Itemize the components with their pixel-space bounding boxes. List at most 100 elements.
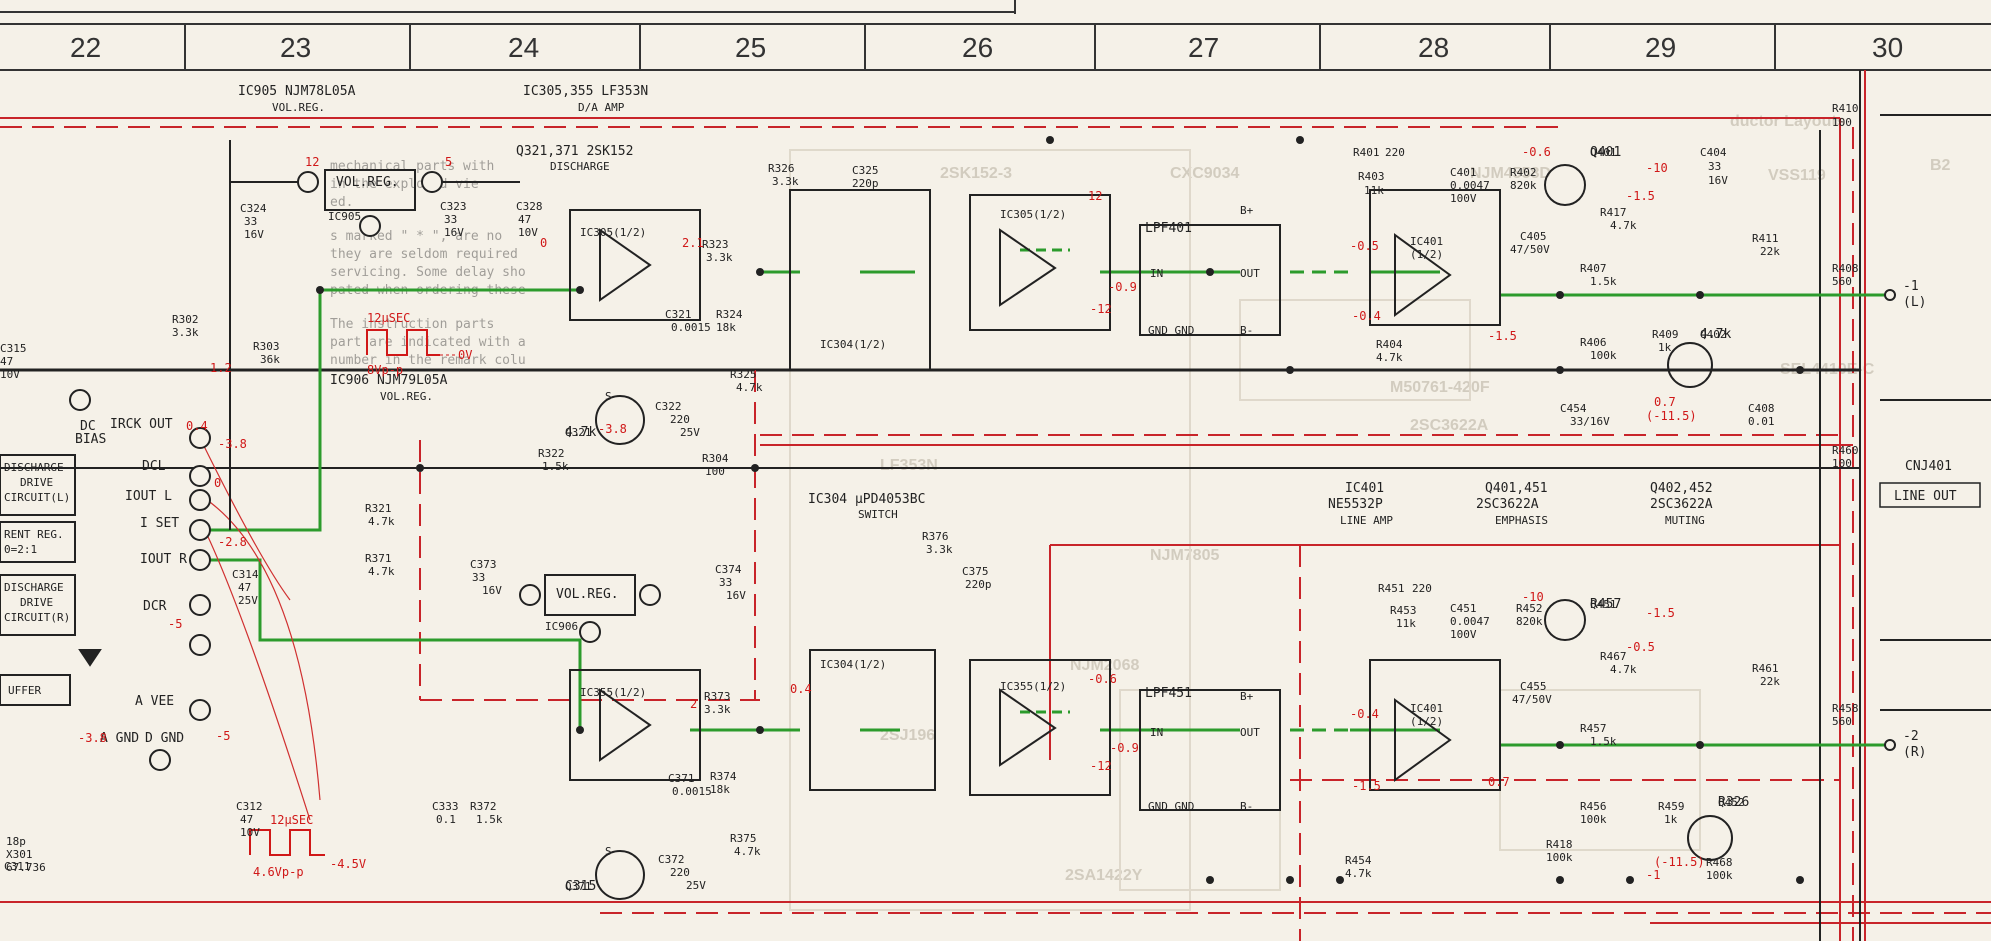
component-label: 220 bbox=[670, 413, 690, 426]
component-label: C315 bbox=[565, 879, 596, 894]
notes-text: mechanical parts with in the exploded vi… bbox=[330, 159, 526, 368]
pin-label: A VEE bbox=[135, 694, 174, 709]
voltage-label: -10 bbox=[1522, 590, 1544, 604]
voltage-label: -1.5 bbox=[1646, 606, 1675, 620]
component-label: 220 bbox=[1412, 582, 1432, 595]
ic-title: IC906 NJM79L05A bbox=[330, 373, 448, 388]
voltage-label: 0.4 bbox=[186, 419, 208, 433]
component-label: 1k bbox=[1658, 341, 1672, 354]
voltage-label: -2.8 bbox=[218, 535, 247, 549]
component-label: C454 bbox=[1560, 402, 1587, 415]
column-number: 27 bbox=[1188, 32, 1219, 63]
ghost-text: NJM4558D bbox=[1470, 165, 1551, 182]
block-label: CIRCUIT(R) bbox=[4, 611, 70, 624]
component-label: 11k bbox=[1364, 184, 1384, 197]
signal-path bbox=[200, 248, 1890, 747]
component-label: 16V bbox=[444, 226, 464, 239]
voltage-label: 0 bbox=[540, 236, 547, 250]
component-label: 33 bbox=[1708, 160, 1721, 173]
block-label: IC304(1/2) bbox=[820, 338, 886, 351]
connector-label: CNJ401 bbox=[1905, 459, 1952, 474]
component-label: R303 bbox=[253, 340, 280, 353]
note-line: mechanical parts with bbox=[330, 159, 494, 174]
component-label: 16V bbox=[1708, 174, 1728, 187]
note-line: ed. bbox=[330, 195, 353, 210]
note-line: s marked " * ", are no bbox=[330, 229, 502, 244]
component-label: 18k bbox=[716, 321, 736, 334]
component-label: 16V bbox=[244, 228, 264, 241]
component-label: 67.736 bbox=[6, 861, 46, 874]
column-number: 25 bbox=[735, 32, 766, 63]
voltage-label: -1.5 bbox=[1626, 189, 1655, 203]
component-label: 220p bbox=[852, 177, 879, 190]
component-label: R323 bbox=[702, 238, 729, 251]
voltage-label: -3.8 bbox=[78, 731, 107, 745]
component-label: R457 bbox=[1580, 722, 1607, 735]
component-label: C373 bbox=[470, 558, 497, 571]
voltage-label: -0.6 bbox=[1088, 672, 1117, 686]
component-label: R418 bbox=[1546, 838, 1573, 851]
component-label: 100k bbox=[1546, 851, 1573, 864]
voltage-label: -0.4 bbox=[1350, 707, 1379, 721]
component-label: R375 bbox=[730, 832, 757, 845]
ic-function: EMPHASIS bbox=[1495, 514, 1548, 527]
voltage-label: -0.4 bbox=[1352, 309, 1381, 323]
voltage-label: 0.7 bbox=[1488, 775, 1510, 789]
ic-title: Q402,452 bbox=[1650, 481, 1713, 496]
ground-bus bbox=[0, 70, 1991, 941]
component-label: C314 bbox=[232, 568, 259, 581]
component-label: 4.7k bbox=[1376, 351, 1403, 364]
component-label: R408 bbox=[1832, 262, 1859, 275]
column-number: 26 bbox=[962, 32, 993, 63]
block-label: IC304(1/2) bbox=[820, 658, 886, 671]
block-label: DISCHARGE bbox=[4, 581, 64, 594]
voltage-label: -12 bbox=[1090, 302, 1112, 316]
voltage-label: (-11.5) bbox=[1654, 855, 1705, 869]
component-label: 4.7k bbox=[368, 515, 395, 528]
component-label: 11k bbox=[1396, 617, 1416, 630]
component-label: C451 bbox=[1450, 602, 1477, 615]
component-label: 33 bbox=[719, 576, 732, 589]
voltage-label: 1.2 bbox=[210, 361, 232, 375]
component-label: R373 bbox=[704, 690, 731, 703]
pin-label: GND GND bbox=[1148, 800, 1194, 813]
component-label: 4.7k bbox=[565, 425, 596, 440]
ic-title: IC905 NJM78L05A bbox=[238, 84, 356, 99]
block-label: RENT REG. bbox=[4, 528, 64, 541]
voltage-label: -12 bbox=[1090, 759, 1112, 773]
component-label: R372 bbox=[470, 800, 497, 813]
component-label: C455 bbox=[1520, 680, 1547, 693]
output-channel: (L) bbox=[1903, 295, 1926, 310]
voltage-label: 0.4 bbox=[790, 682, 812, 696]
component-label: 25V bbox=[680, 426, 700, 439]
block-label: (1/2) bbox=[1410, 248, 1443, 261]
component-label: 25V bbox=[238, 594, 258, 607]
component-label: R302 bbox=[172, 313, 199, 326]
component-label: C404 bbox=[1700, 146, 1727, 159]
ghost-text: NJM7805 bbox=[1150, 547, 1219, 564]
component-label: 47/50V bbox=[1510, 243, 1550, 256]
component-label: R456 bbox=[1580, 800, 1607, 813]
component-label: R459 bbox=[1658, 800, 1685, 813]
voltage-label: 2 bbox=[690, 697, 697, 711]
pin-label: I SET bbox=[140, 516, 179, 531]
ic906-block: VOL.REG. IC906 bbox=[519, 574, 661, 643]
component-label: R461 bbox=[1752, 662, 1779, 675]
waveform-reference: 0V bbox=[458, 348, 472, 362]
component-label: C325 bbox=[852, 164, 879, 177]
column-number: 22 bbox=[70, 32, 101, 63]
component-label: 36k bbox=[260, 353, 280, 366]
component-label: C315 bbox=[0, 342, 27, 355]
component-label: Q321 bbox=[565, 426, 592, 439]
component-label: 100 bbox=[705, 465, 725, 478]
component-label: 4.7k bbox=[1345, 867, 1372, 880]
block-label: LPF401 bbox=[1145, 221, 1192, 236]
component-label: R325 bbox=[730, 368, 757, 381]
ghost-text: 2SC3622A bbox=[1410, 417, 1489, 434]
component-label: 47 bbox=[0, 355, 13, 368]
component-label: 18p bbox=[6, 835, 26, 848]
component-label: R457 bbox=[1590, 597, 1621, 612]
component-label: 1k bbox=[1664, 813, 1678, 826]
component-label: C323 bbox=[440, 200, 467, 213]
